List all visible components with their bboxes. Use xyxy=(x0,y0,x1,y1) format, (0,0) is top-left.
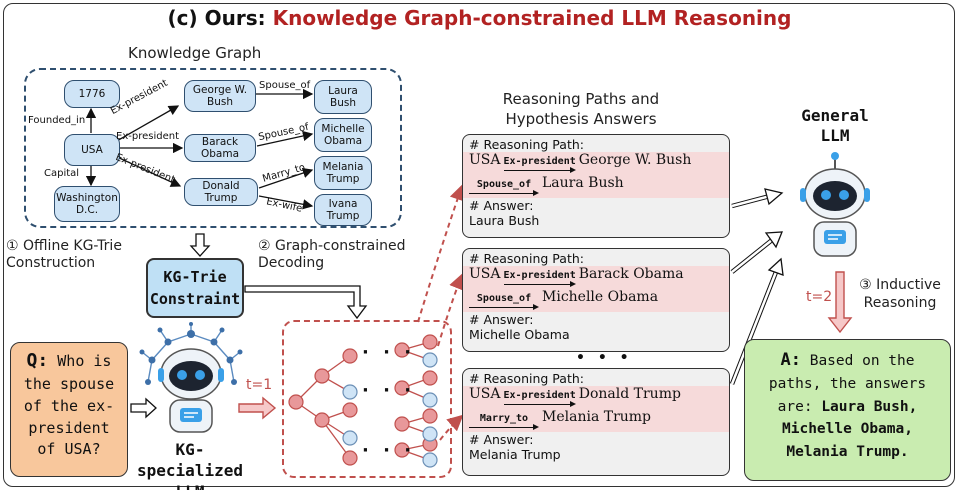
decoding-tree xyxy=(288,334,438,468)
kg-node-melania: Melania Trump xyxy=(314,156,372,190)
path-tail: Michelle Obama xyxy=(542,289,659,305)
kg-specialized-robot-icon xyxy=(139,322,243,433)
path-mid: Donald Trump xyxy=(578,386,681,402)
edge-spouse-of-1: Spouse_of xyxy=(259,80,311,91)
path-head: USA xyxy=(469,152,501,168)
decode-dots-1: · · · xyxy=(362,342,416,363)
path-tail: Laura Bush xyxy=(542,175,624,191)
path-rel2: Spouse_of xyxy=(476,293,532,304)
t1-label: t=1 xyxy=(246,377,273,393)
answer-a-label: A: xyxy=(780,350,801,370)
path-label: # Reasoning Path: xyxy=(469,371,584,386)
kg-trie-line2: Constraint xyxy=(149,290,241,308)
path-answer: Michelle Obama xyxy=(469,327,570,342)
path-label: # Reasoning Path: xyxy=(469,137,584,152)
step-3-label: ③ Inductive Reasoning xyxy=(859,277,941,311)
kg-title: Knowledge Graph xyxy=(128,44,262,62)
question-box: Q: Who is the spouse of the ex-president… xyxy=(10,342,128,477)
step-1-label: ① Offline KG-Trie Construction xyxy=(6,238,122,271)
kg-node-1776: 1776 xyxy=(64,80,120,108)
edge-capital: Capital xyxy=(44,168,80,179)
decoding-container xyxy=(282,320,452,478)
figure-frame xyxy=(3,3,955,487)
path-answer: Melania Trump xyxy=(469,447,561,462)
kg-node-trump: Donald Trump xyxy=(184,178,258,206)
answer-label: # Answer: xyxy=(469,432,534,447)
kg-specialized-llm-label: KG-specializedLLM xyxy=(130,440,250,490)
answer-box: A: Based on the paths, the answers are: … xyxy=(744,339,951,481)
figure-title: (c) Ours: Knowledge Graph-constrained LL… xyxy=(0,6,959,30)
answer-text: Based on the paths, the answers are: xyxy=(768,353,927,415)
kg-node-usa: USA xyxy=(64,134,120,166)
path-rel1: Ex-president xyxy=(503,156,576,167)
decode-dots-3: · · · xyxy=(362,440,416,461)
kg-node-michelle: Michelle Obama xyxy=(314,118,372,152)
path-mid: George W. Bush xyxy=(578,152,692,168)
path-tail: Melania Trump xyxy=(542,409,652,425)
paths-ellipsis: • • • xyxy=(576,350,633,366)
step-2-label: ② Graph-constrained Decoding xyxy=(258,238,406,271)
path-answer: Laura Bush xyxy=(469,213,540,228)
kg-container xyxy=(24,68,402,228)
answer-label: # Answer: xyxy=(469,198,534,213)
path-rel1: Ex-president xyxy=(503,270,576,281)
kg-node-bush: George W. Bush xyxy=(184,80,256,112)
question-q-label: Q: xyxy=(26,350,49,371)
kg-node-washington: Washington D.C. xyxy=(54,186,120,222)
edge-founded-in: Founded_in xyxy=(28,115,86,126)
general-robot-icon xyxy=(800,152,870,257)
decode-dots-2: · · · xyxy=(362,380,416,401)
kg-node-obama: Barack Obama xyxy=(184,134,256,162)
t2-label: t=2 xyxy=(806,289,833,305)
kg-trie-line1: KG-Trie xyxy=(163,267,227,286)
path-label: # Reasoning Path: xyxy=(469,251,584,266)
title-main: Knowledge Graph-constrained LLM Reasonin… xyxy=(272,6,792,30)
path-rel2: Spouse_of xyxy=(476,179,532,190)
rp-header-line1: Reasoning Paths and xyxy=(502,90,660,108)
edge-ex-president-2: Ex-president xyxy=(116,131,179,142)
path-head: USA xyxy=(469,386,501,402)
question-text: Who is the spouse of the ex-president of… xyxy=(23,352,115,459)
path-head: USA xyxy=(469,266,501,282)
path-rel2: Marry_to xyxy=(479,413,529,424)
answer-names: Laura Bush, Michelle Obama, Melania Trum… xyxy=(782,398,918,460)
path-mid: Barack Obama xyxy=(578,266,684,282)
rp-header-line2: Hypothesis Answers xyxy=(505,109,657,128)
answer-label: # Answer: xyxy=(469,312,534,327)
path-rel1: Ex-president xyxy=(503,390,576,401)
kg-llm-line1: KG-specialized xyxy=(137,440,243,480)
kg-node-ivana: Ivana Trump xyxy=(314,194,372,226)
title-prefix: (c) Ours: xyxy=(167,6,266,30)
kg-node-laura: Laura Bush xyxy=(314,80,372,114)
kg-llm-line2: LLM xyxy=(176,482,205,490)
general-llm-line1: General xyxy=(801,106,869,125)
general-llm-line2: LLM xyxy=(820,126,850,145)
